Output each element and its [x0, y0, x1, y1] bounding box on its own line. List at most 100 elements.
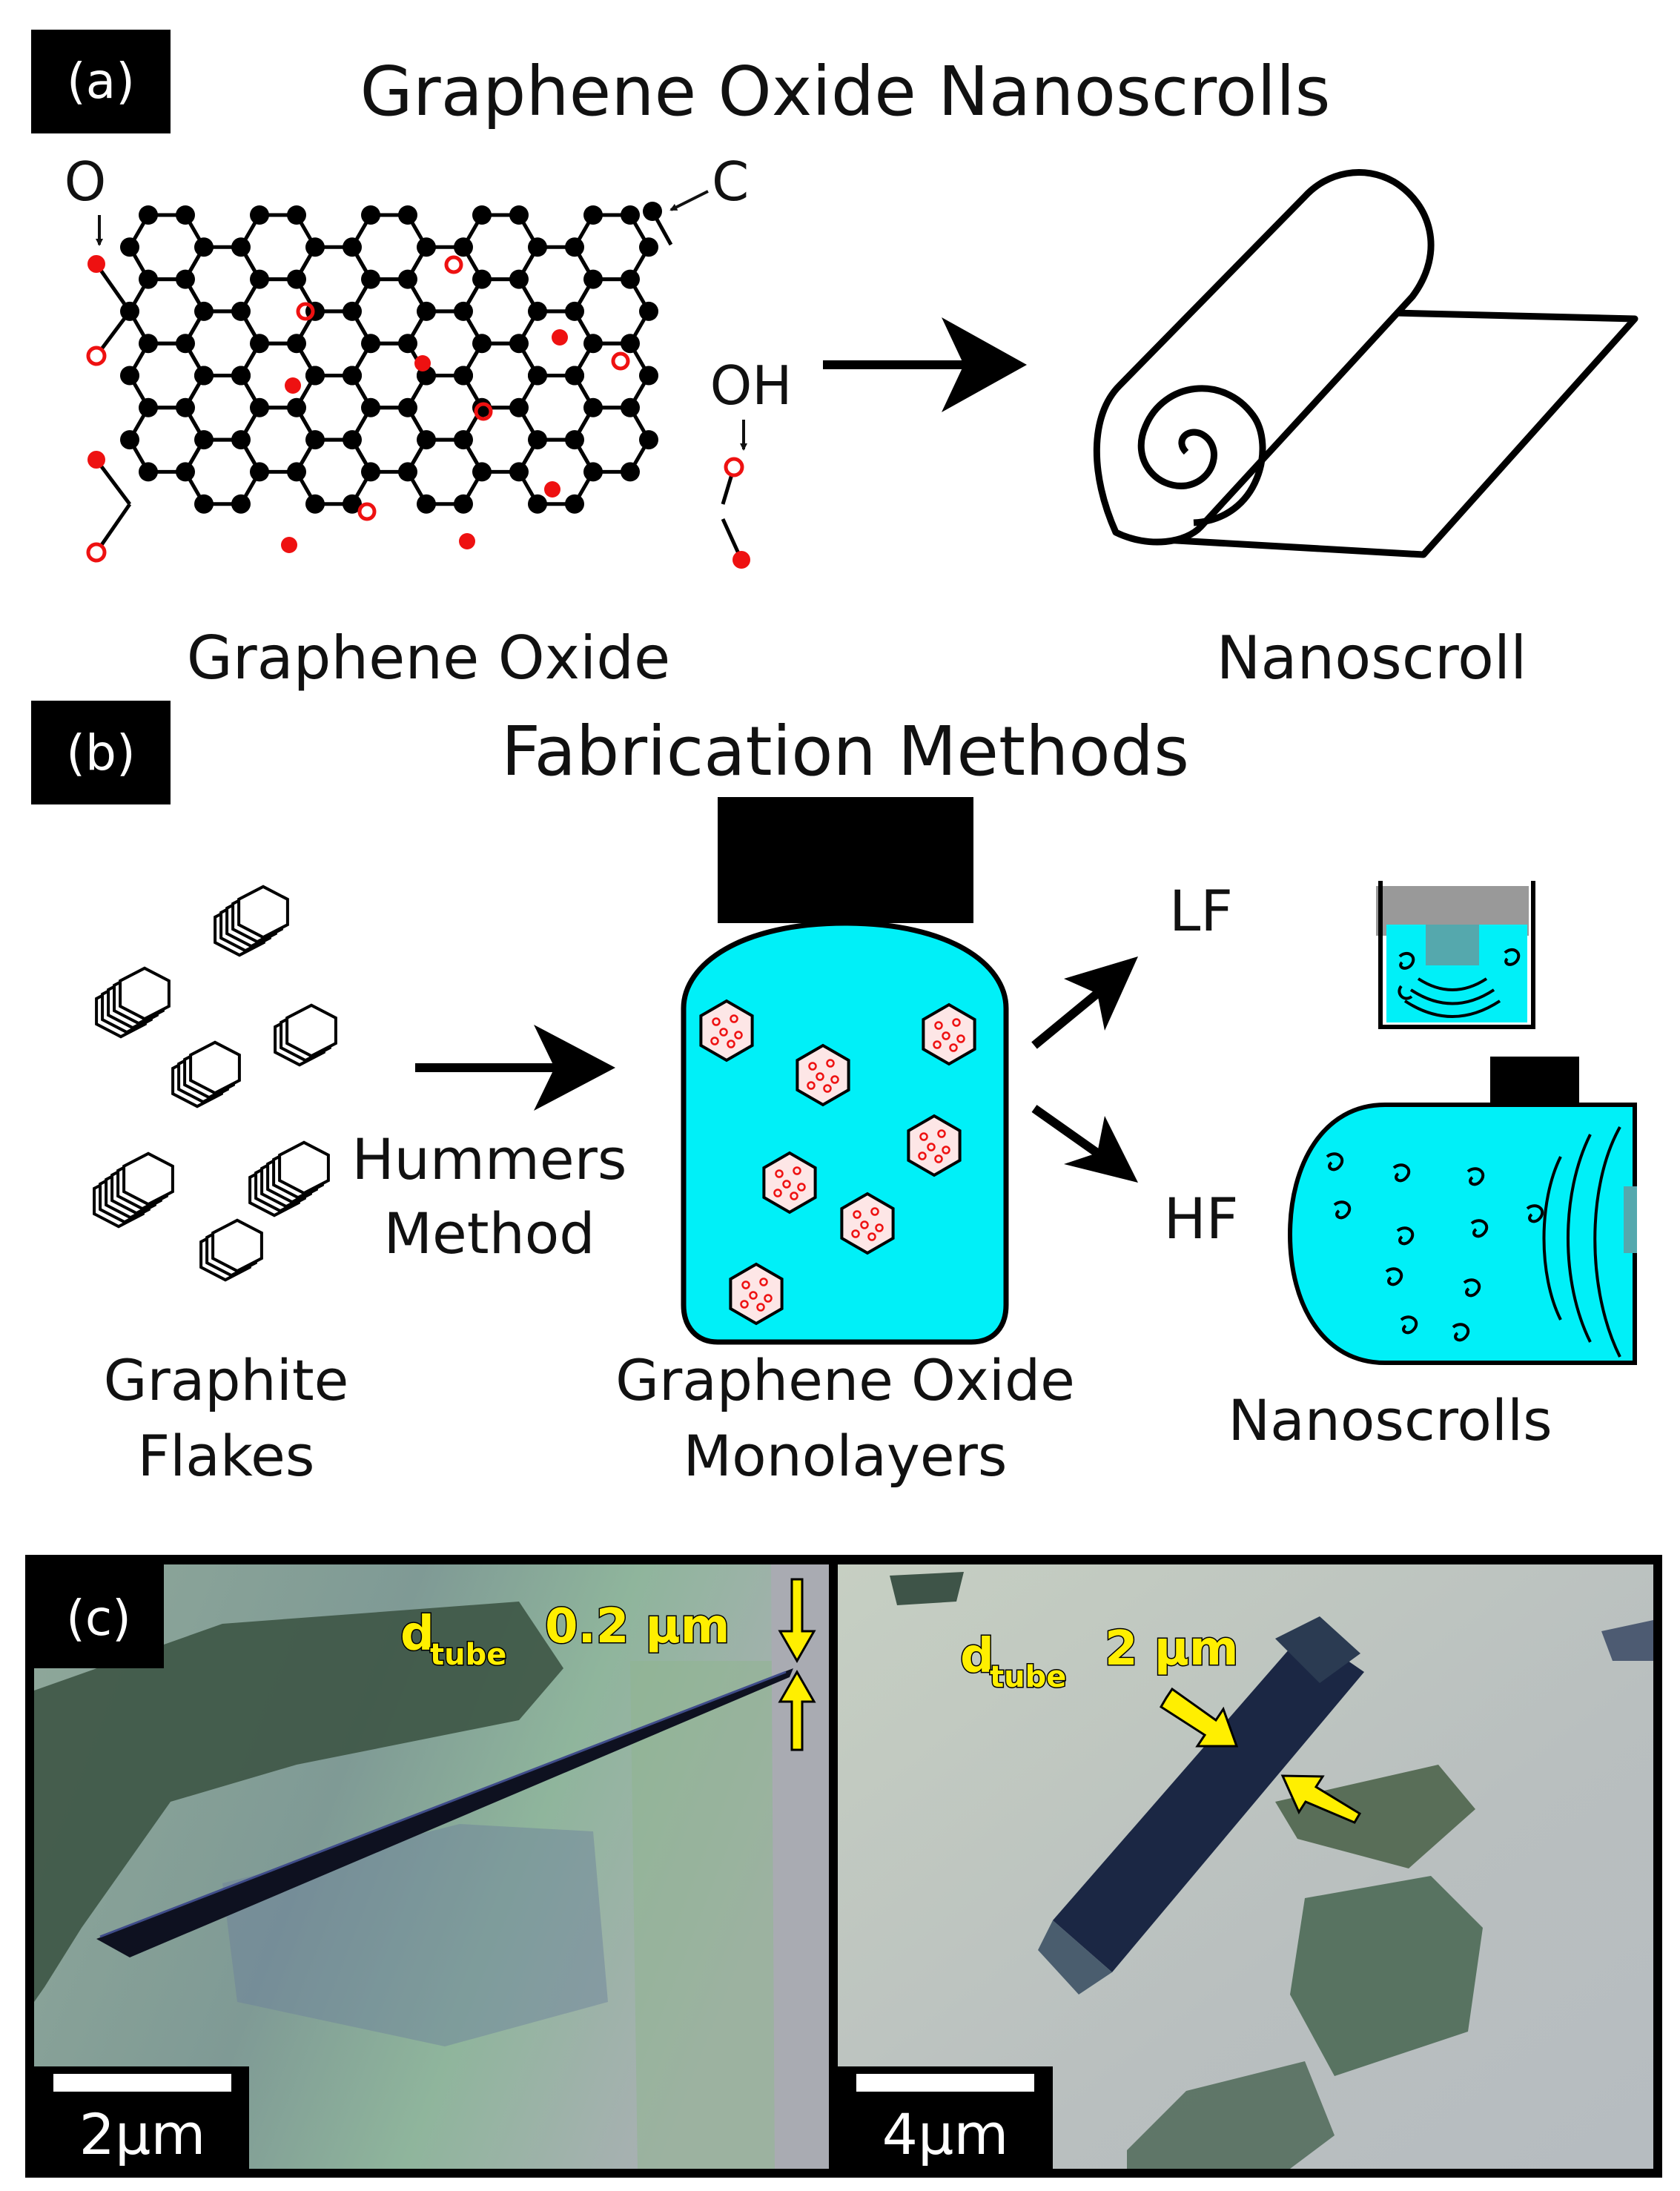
go-flake-oxygen [712, 1017, 721, 1026]
go-flake-oxygen [949, 1043, 958, 1052]
carbon-atom [528, 494, 547, 514]
hf-probe [1624, 1186, 1637, 1253]
carbon-atom [583, 334, 603, 354]
right-scroll-top [1275, 1616, 1360, 1683]
carbon-atom [528, 366, 547, 386]
go-flake-oxygen [934, 1154, 943, 1163]
edge-bond [95, 458, 131, 506]
right-flake-c [1127, 2061, 1335, 2169]
carbon-atom [398, 397, 417, 417]
lf-beaker [1378, 881, 1535, 1029]
carbon-atom [528, 301, 547, 321]
right-d-label: d [960, 1629, 994, 1684]
go-monolayers [699, 999, 976, 1326]
hydroxyl-ring [444, 255, 463, 274]
carbon-atom [120, 366, 139, 386]
panel-b-title: Fabrication Methods [501, 712, 1189, 791]
go-flake-oxygen [937, 1129, 946, 1138]
carbon-atom [361, 462, 380, 482]
epoxy-oxygen [544, 481, 560, 498]
go-flake-oxygen [933, 1040, 942, 1049]
carbon-atom [472, 334, 492, 354]
carbon-atom [231, 430, 251, 450]
go-flake-oxygen [730, 1014, 738, 1023]
carbon-atom [528, 237, 547, 257]
panel-c: (c) d tube 0.2 μm 2μm d tube 2 [25, 1555, 1662, 2178]
carbon-atom [639, 237, 658, 257]
carbon-pointer-arrow [669, 190, 709, 211]
right-width-arrows [1159, 1687, 1362, 1824]
graphite-layer [119, 966, 171, 1021]
oxygen-atom [87, 451, 105, 469]
right-fragment-1 [890, 1572, 964, 1605]
epoxy-oxygen [552, 329, 568, 346]
left-grey-edge [771, 1564, 829, 2169]
hydroxyl-ring [296, 302, 315, 321]
carbon-atom [583, 205, 603, 225]
graphite-layer [211, 1218, 263, 1273]
carbon-atom [583, 269, 603, 289]
edge-bond [94, 262, 132, 313]
carbon-atom [509, 334, 529, 354]
scroll-spiral [1137, 385, 1266, 526]
go-flake-oxygen [918, 1151, 927, 1160]
graphite-layer [285, 1003, 337, 1058]
carbon-atom [250, 334, 269, 354]
carbon-atom [250, 397, 269, 417]
go-flake-oxygen [727, 1040, 735, 1048]
go-flake-oxygen [734, 1031, 743, 1040]
panel-a-tag-box [31, 30, 171, 133]
label-carbon: C [712, 151, 749, 213]
micrograph-left: (c) d tube 0.2 μm 2μm [34, 1564, 829, 2169]
panel-c-tag: (c) [66, 1590, 131, 1647]
carbon-atom [120, 237, 139, 257]
right-scalebar-label: 4μm [882, 2101, 1009, 2167]
caption-monolayers-1: Graphene Oxide [615, 1347, 1075, 1413]
caption-monolayers-2: Monolayers [684, 1423, 1008, 1489]
carbon-atom [343, 366, 362, 386]
go-flake-oxygen [830, 1075, 839, 1084]
go-flake-oxygen [741, 1280, 750, 1289]
carbon-atom [287, 462, 306, 482]
carbon-atom [176, 269, 195, 289]
go-flake-oxygen [867, 1232, 876, 1241]
label-lf: LF [1169, 878, 1233, 944]
carbon-atom [287, 269, 306, 289]
graphite-layer [237, 885, 289, 939]
go-flake-oxygen [756, 1303, 765, 1312]
carbon-atom [417, 301, 436, 321]
carbon-atom [621, 205, 640, 225]
go-flake-oxygen [919, 1132, 928, 1141]
carbon-atom [639, 430, 658, 450]
carbon-atom [194, 366, 214, 386]
go-flake-oxygen [956, 1034, 965, 1043]
carbon-atom [305, 430, 325, 450]
carbon-atom [472, 462, 492, 482]
panel-b: (b) Fabrication Methods Hummers Method L… [31, 701, 1637, 1489]
graphite-layer [278, 1140, 330, 1195]
carbon-atom [454, 494, 473, 514]
carbon-atom [643, 202, 662, 221]
carbon-atom [621, 269, 640, 289]
hydroxyl-group [86, 542, 107, 563]
carbon-atom [417, 237, 436, 257]
right-fragment-2 [1601, 1620, 1653, 1661]
carbon-atom [621, 397, 640, 417]
carbon-atom [565, 494, 584, 514]
method-line-1: Hummers [352, 1126, 627, 1192]
go-flake-oxygen [942, 1031, 950, 1040]
hydroxyl-ring [611, 351, 630, 371]
carbon-atom [361, 334, 380, 354]
right-flake-b [1290, 1876, 1483, 2076]
carbon-atom [305, 494, 325, 514]
carbon-atom [398, 334, 417, 354]
carbon-atom [398, 269, 417, 289]
right-scroll-end [1038, 1920, 1112, 1995]
hf-bath [1287, 1103, 1637, 1365]
caption-graphite-1: Graphite [104, 1347, 349, 1413]
epoxy-oxygen [285, 377, 301, 394]
left-d-subscript: tube [430, 1638, 506, 1672]
carbon-atom [343, 237, 362, 257]
carbon-atom [361, 205, 380, 225]
split-arrows [1031, 956, 1138, 1183]
